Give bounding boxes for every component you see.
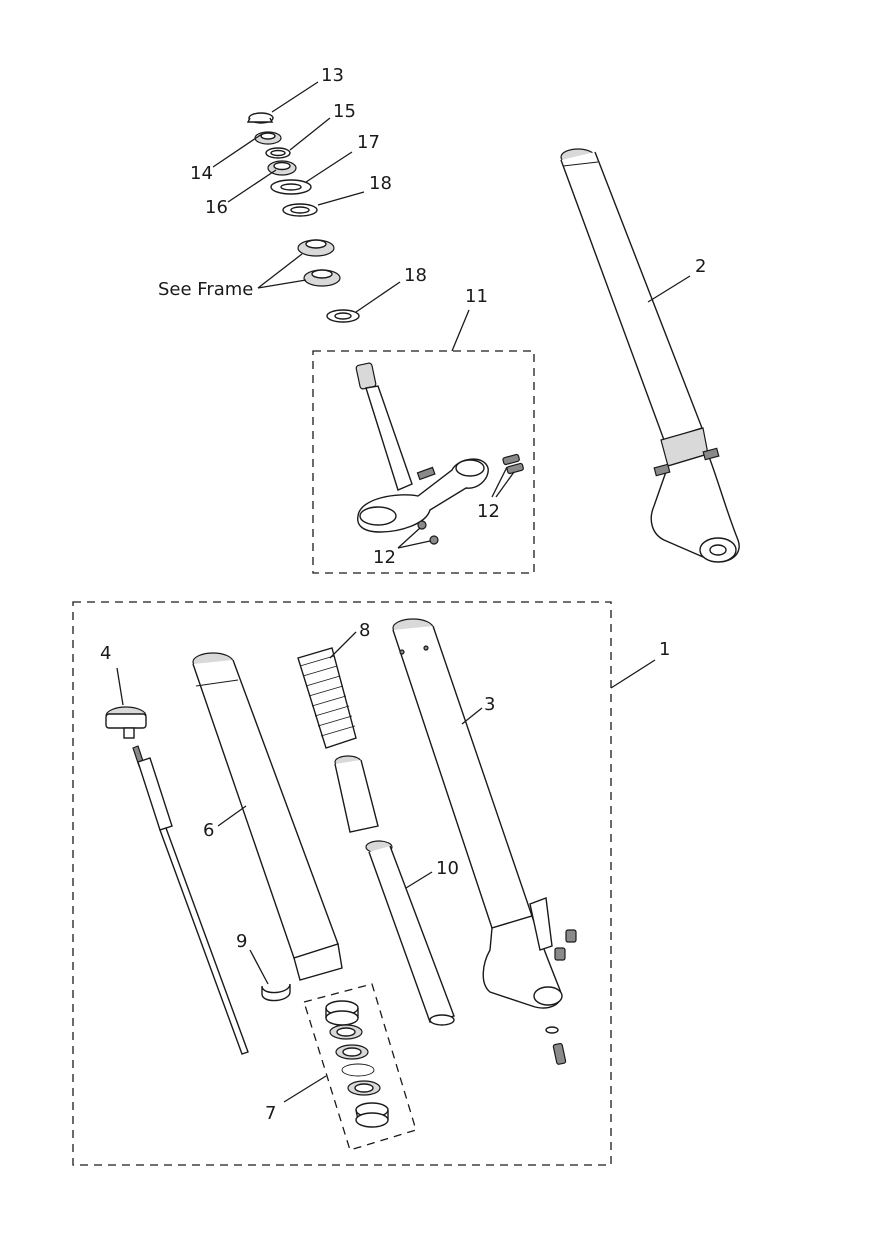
label-see-frame: See Frame	[158, 279, 253, 300]
part-10-damper-cartridge	[365, 840, 455, 1026]
part-3-outer-tube	[392, 618, 577, 1065]
part-12-bolts-lower	[417, 520, 439, 545]
label-12-left: 12	[373, 547, 396, 568]
part-14-locknut	[254, 131, 282, 145]
label-7: 7	[265, 1103, 276, 1124]
label-4: 4	[100, 643, 111, 664]
label-17: 17	[357, 132, 380, 153]
bearing-upper	[297, 239, 335, 257]
label-8: 8	[359, 620, 370, 641]
part-17-washer	[270, 179, 312, 195]
part-2-fork-assembly	[560, 148, 740, 563]
label-12-right: 12	[477, 501, 500, 522]
label-18-lower: 18	[404, 265, 427, 286]
label-6: 6	[203, 820, 214, 841]
part-8-spring	[297, 647, 357, 749]
kit-11-boundary	[312, 350, 535, 574]
part-13-cap	[246, 112, 274, 124]
part-18-seal-upper	[282, 203, 318, 217]
label-15: 15	[333, 101, 356, 122]
label-14: 14	[190, 163, 213, 184]
label-3: 3	[484, 694, 495, 715]
part-11-lower-yoke	[355, 362, 489, 533]
kit-1-boundary	[72, 601, 612, 1166]
label-13: 13	[321, 65, 344, 86]
part-9-clip	[261, 983, 291, 1002]
part-18-seal-lower	[326, 309, 360, 323]
kit-7-boundary	[303, 983, 417, 1151]
spacer-tube	[334, 755, 379, 833]
label-16: 16	[205, 197, 228, 218]
label-11: 11	[465, 286, 488, 307]
label-1: 1	[659, 639, 670, 660]
label-9: 9	[236, 931, 247, 952]
label-10: 10	[436, 858, 459, 879]
part-15-washer	[265, 147, 291, 159]
label-2: 2	[695, 256, 706, 277]
part-4-top-cap-and-rod	[105, 706, 249, 1055]
label-18-upper: 18	[369, 173, 392, 194]
part-6-inner-tube	[192, 652, 343, 981]
part-7-seal-kit	[325, 1000, 389, 1128]
bearing-lower	[303, 269, 341, 287]
part-12-bolts-upper	[502, 453, 524, 475]
part-16-nut	[267, 160, 297, 176]
